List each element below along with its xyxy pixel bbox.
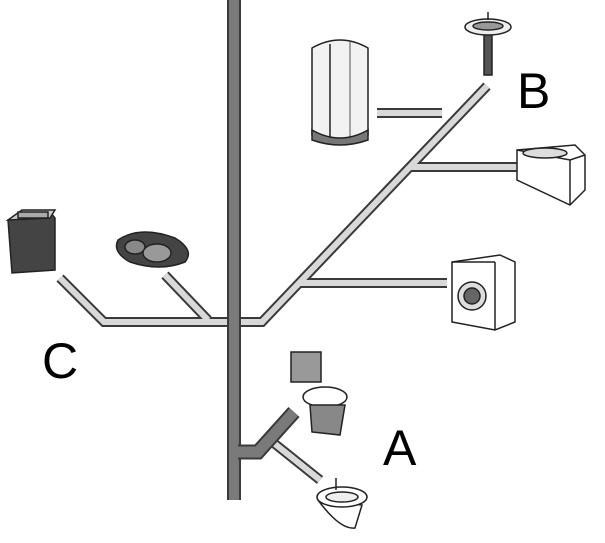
label-b: B	[517, 63, 551, 119]
shower-cabin-icon	[311, 39, 369, 146]
kitchen-sink-icon	[115, 231, 190, 268]
label-a: A	[383, 420, 417, 476]
toilet-icon	[290, 351, 348, 436]
dishwasher-icon	[5, 209, 57, 274]
bidet-icon	[316, 478, 368, 529]
bathtub-icon	[516, 144, 586, 206]
main-stack	[227, 0, 300, 500]
label-c: C	[42, 333, 79, 389]
washing-machine-icon	[451, 254, 516, 331]
sink-icon	[464, 12, 512, 76]
